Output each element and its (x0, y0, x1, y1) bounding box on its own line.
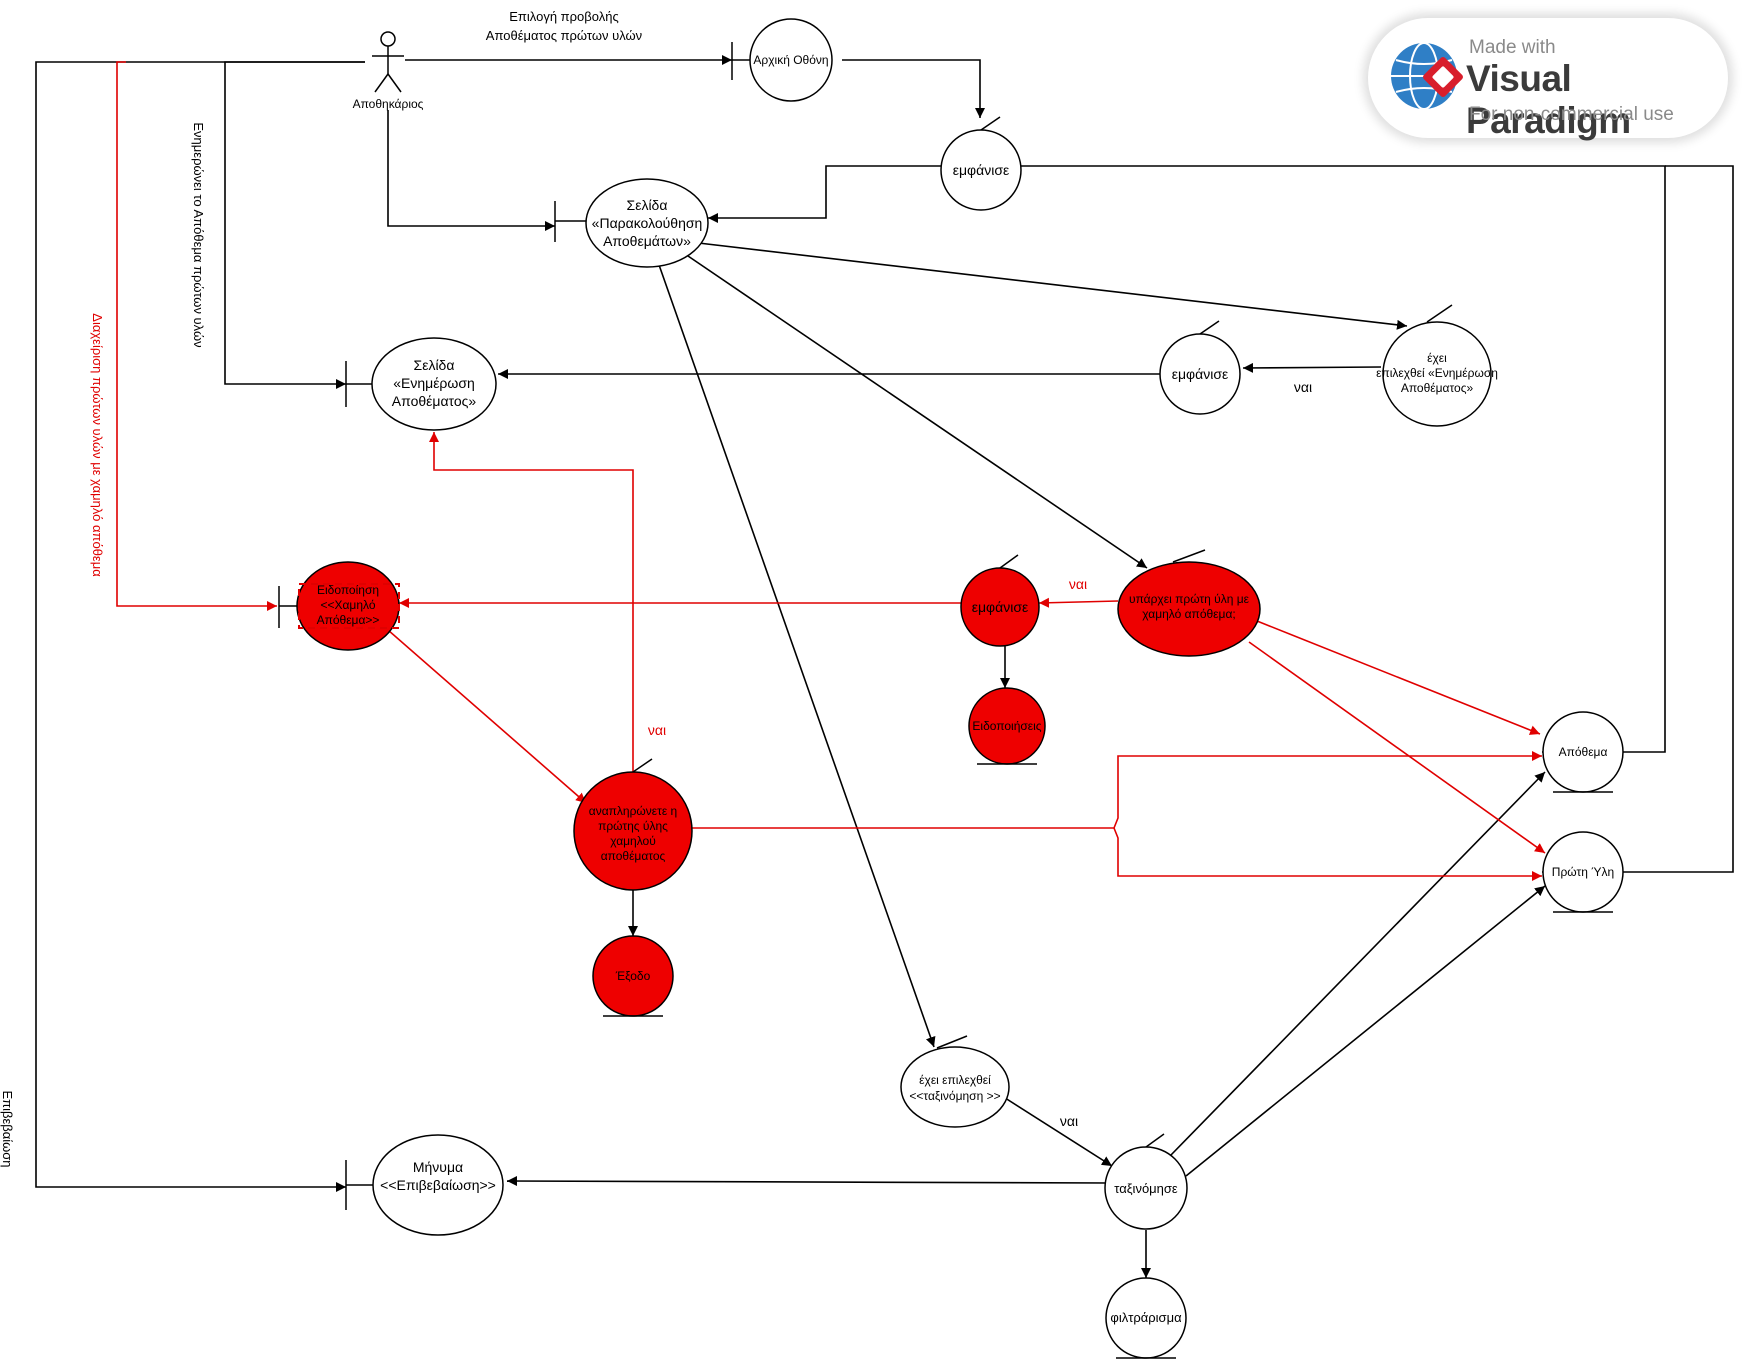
edge-replenished-to-update (429, 432, 634, 772)
control-show-1[interactable]: εμφάνισε (940, 116, 1022, 211)
control-replenished-line2: πρώτης ύλης (598, 819, 668, 833)
control-show-2[interactable]: εμφάνισε (1159, 320, 1241, 415)
boundary-monitor-page[interactable]: Σελίδα «Παρακολούθηση Αποθεμάτων» (554, 178, 709, 268)
red-connectors (116, 61, 1546, 881)
watermark-name: Visual Paradigm (1466, 58, 1631, 141)
edge-show1-to-material (1542, 165, 1734, 877)
boundary-home-screen[interactable]: Αρχική Οθόνη (731, 18, 833, 102)
edge-label-select-view-1: Επιλογή προβολής (509, 9, 618, 24)
edge-lowmaterial-to-stock (1256, 620, 1541, 735)
edge-actor-to-lowstock (116, 61, 277, 611)
boundary-monitor-line3: Αποθεμάτων» (603, 233, 691, 249)
black-connectors (35, 55, 1734, 1278)
edge-label-update-stock: Ενημερώνει το Απόθεμα πρώτων υλών (191, 122, 206, 347)
edge-label-yes-sort: ναι (1060, 1113, 1078, 1129)
boundary-lowstock-line2: <<Χαμηλό (320, 598, 375, 612)
entity-stock-label: Απόθεμα (1559, 745, 1608, 759)
control-selupdate-line3: Αποθέματος» (1401, 381, 1474, 395)
edge-label-yes-lowstock: ναι (1069, 576, 1087, 592)
control-sort-label: ταξινόμησε (1114, 1181, 1178, 1196)
boundary-update-line2: «Ενημέρωση (393, 375, 475, 391)
control-sort[interactable]: ταξινόμησε (1104, 1133, 1188, 1230)
entity-exit[interactable]: Έξοδο (592, 935, 674, 1017)
control-replenished-line4: αποθέματος (601, 849, 666, 863)
visual-paradigm-watermark: Made with Visual Paradigm For non-commer… (1368, 18, 1728, 141)
control-selected-sort[interactable]: έχει επιλεχθεί <<ταξινόμηση >> (900, 1035, 1010, 1128)
edge-monitor-to-selupdate (689, 241, 1408, 330)
boundary-confirmation-message[interactable]: Μήνυμα <<Επιβεβαίωση>> (345, 1134, 504, 1236)
control-show-1-label: εμφάνισε (953, 162, 1009, 178)
control-selupdate-line2: επιλεχθεί «Ενημέρωση (1376, 366, 1498, 380)
edge-replenished-to-stock (692, 751, 1542, 829)
entity-exit-label: Έξοδο (615, 969, 651, 983)
entity-material-label: Πρώτη Ύλη (1552, 865, 1614, 879)
edge-monitor-to-selsort (657, 261, 936, 1048)
boundary-home-label: Αρχική Οθόνη (753, 53, 828, 67)
edge-label-manage-low-stock: Διαχείριση πρώτων υλών με χαμηλό απόθεμα (90, 313, 105, 577)
entity-raw-material[interactable]: Πρώτη Ύλη (1542, 831, 1624, 913)
boundary-lowstock-line3: Απόθεμα>> (317, 613, 380, 627)
control-lowmaterial-line2: χαμηλό απόθεμα; (1142, 607, 1235, 621)
actor-label: Αποθηκάριος (353, 97, 424, 111)
actor-warehouse-keeper[interactable] (372, 31, 404, 93)
edge-label-confirmation: Επιβεβαίωση (0, 1090, 15, 1167)
control-show-3-label: εμφάνισε (972, 599, 1028, 615)
watermark-made-with: Made with (1469, 37, 1556, 58)
boundary-update-line1: Σελίδα (414, 357, 455, 373)
edge-sort-to-material (1185, 885, 1546, 1177)
boundary-monitor-line2: «Παρακολούθηση (592, 215, 703, 231)
boundary-update-line3: Αποθέματος» (392, 393, 477, 409)
edge-lowmaterial-to-material (1248, 641, 1546, 854)
control-selsort-line2: <<ταξινόμηση >> (909, 1089, 1000, 1103)
control-replenished[interactable]: αναπληρώνετε η πρώτης ύλης χαμηλού αποθέ… (573, 758, 693, 891)
edge-actor-to-monitor (387, 110, 555, 231)
edge-lowstock-to-replenished (387, 629, 587, 804)
edge-lowmaterial-to-show3 (1038, 597, 1119, 608)
edge-home-to-show1 (842, 59, 985, 118)
boundary-monitor-line1: Σελίδα (627, 197, 668, 213)
entity-stock[interactable]: Απόθεμα (1542, 711, 1624, 793)
edge-replenished-to-material-branch (1113, 827, 1542, 881)
watermark-sub: For non-commercial use (1469, 104, 1674, 125)
edge-selupdate-to-show2 (1242, 362, 1382, 373)
visual-paradigm-logo-icon (1391, 42, 1463, 110)
control-lowmaterial-line1: υπάρχει πρώτη ύλη με (1129, 592, 1250, 606)
edge-sort-to-message (506, 1176, 1112, 1187)
edge-actor-to-update (224, 61, 365, 389)
control-selupdate-line1: έχει (1427, 351, 1447, 365)
control-replenished-line3: χαμηλού (610, 834, 656, 848)
boundary-update-page[interactable]: Σελίδα «Ενημέρωση Αποθέματος» (345, 337, 497, 431)
control-show-3[interactable]: εμφάνισε (960, 554, 1040, 647)
edge-label-yes-replenished: ναι (648, 722, 666, 738)
boundary-lowstock-line1: Ειδοποίηση (317, 583, 379, 597)
edge-label-yes-update: ναι (1294, 379, 1312, 395)
edge-monitor-to-lowmaterial (687, 255, 1148, 569)
edge-sort-to-stock (1169, 771, 1546, 1157)
edge-actor-to-message (35, 61, 365, 1192)
control-selsort-line1: έχει επιλεχθεί (919, 1073, 991, 1087)
control-selected-update[interactable]: έχει επιλεχθεί «Ενημέρωση Αποθέματος» (1376, 304, 1498, 427)
entity-filtering[interactable]: φιλτράρισμα (1105, 1277, 1187, 1359)
edge-show1-to-monitor (708, 165, 941, 223)
edge-selsort-to-sort (1001, 1095, 1113, 1167)
entity-filtering-label: φιλτράρισμα (1110, 1310, 1182, 1325)
control-replenished-line1: αναπληρώνετε η (589, 804, 677, 818)
entity-notifications[interactable]: Ειδοποιήσεις (968, 687, 1046, 765)
entity-notifications-label: Ειδοποιήσεις (972, 719, 1041, 733)
edge-show1-to-stock (1021, 165, 1666, 757)
boundary-message-line1: Μήνυμα (413, 1159, 463, 1175)
control-show-2-label: εμφάνισε (1172, 366, 1228, 382)
control-low-material-check[interactable]: υπάρχει πρώτη ύλη με χαμηλό απόθεμα; (1117, 549, 1261, 657)
edge-label-select-view-2: Αποθέματος πρώτων υλών (486, 28, 642, 43)
boundary-message-line2: <<Επιβεβαίωση>> (380, 1177, 496, 1193)
boundary-low-stock-notification[interactable]: Ειδοποίηση <<Χαμηλό Απόθεμα>> (278, 561, 400, 651)
